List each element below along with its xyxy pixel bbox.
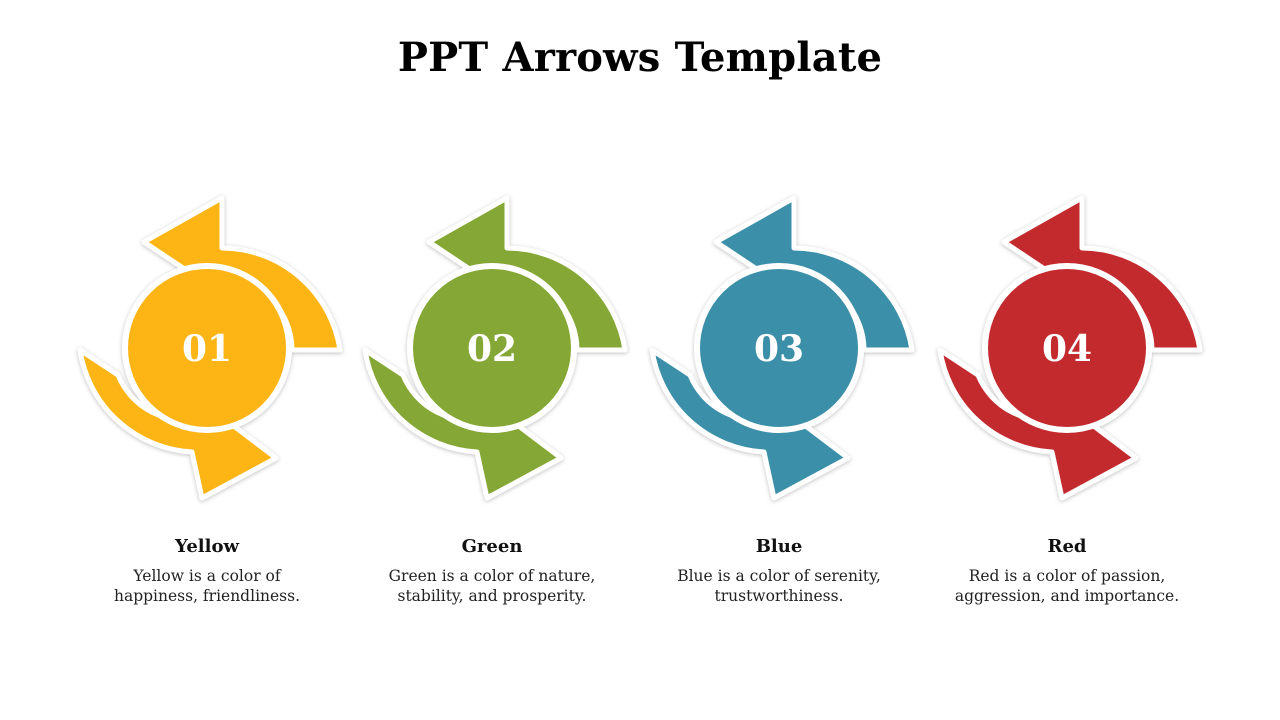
item-title: Yellow [175, 536, 239, 557]
item-title: Green [461, 536, 523, 557]
step-number: 03 [754, 328, 804, 370]
item-title: Blue [755, 536, 803, 557]
cycle-arrows-icon: 04 [937, 195, 1203, 501]
step-number: 02 [467, 328, 517, 370]
step-number: 01 [182, 328, 232, 370]
slide-title: PPT Arrows Template [397, 34, 883, 81]
item-description-line: Green is a color of nature, [388, 567, 596, 585]
item-description-line: aggression, and importance. [954, 587, 1180, 605]
item-description-line: Yellow is a color of [133, 567, 281, 585]
item-description-line: Blue is a color of serenity, [677, 567, 881, 585]
item-description-line: stability, and prosperity. [397, 587, 587, 605]
item-description: Blue is a color of serenity, trustworthi… [634, 566, 924, 606]
item-description: Red is a color of passion, aggression, a… [922, 566, 1212, 606]
cycle-item-2: 02 Green Green is a color of nature, sta… [347, 190, 637, 620]
item-description: Green is a color of nature, stability, a… [347, 566, 637, 606]
cycle-item-4: 04 Red Red is a color of passion, aggres… [922, 190, 1212, 620]
cycle-item-1: 01 Yellow Yellow is a color of happiness… [62, 190, 352, 620]
step-number: 04 [1042, 328, 1092, 370]
cycle-item-3: 03 Blue Blue is a color of serenity, tru… [634, 190, 924, 620]
item-description: Yellow is a color of happiness, friendli… [62, 566, 352, 606]
cycle-arrows-icon: 02 [362, 195, 628, 501]
item-description-line: trustworthiness. [714, 587, 844, 605]
cycle-arrows-icon: 03 [649, 195, 915, 501]
item-description-line: happiness, friendliness. [113, 587, 301, 605]
item-description-line: Red is a color of passion, [968, 567, 1166, 585]
cycle-arrows-icon: 01 [77, 195, 343, 501]
item-title: Red [1047, 536, 1087, 557]
